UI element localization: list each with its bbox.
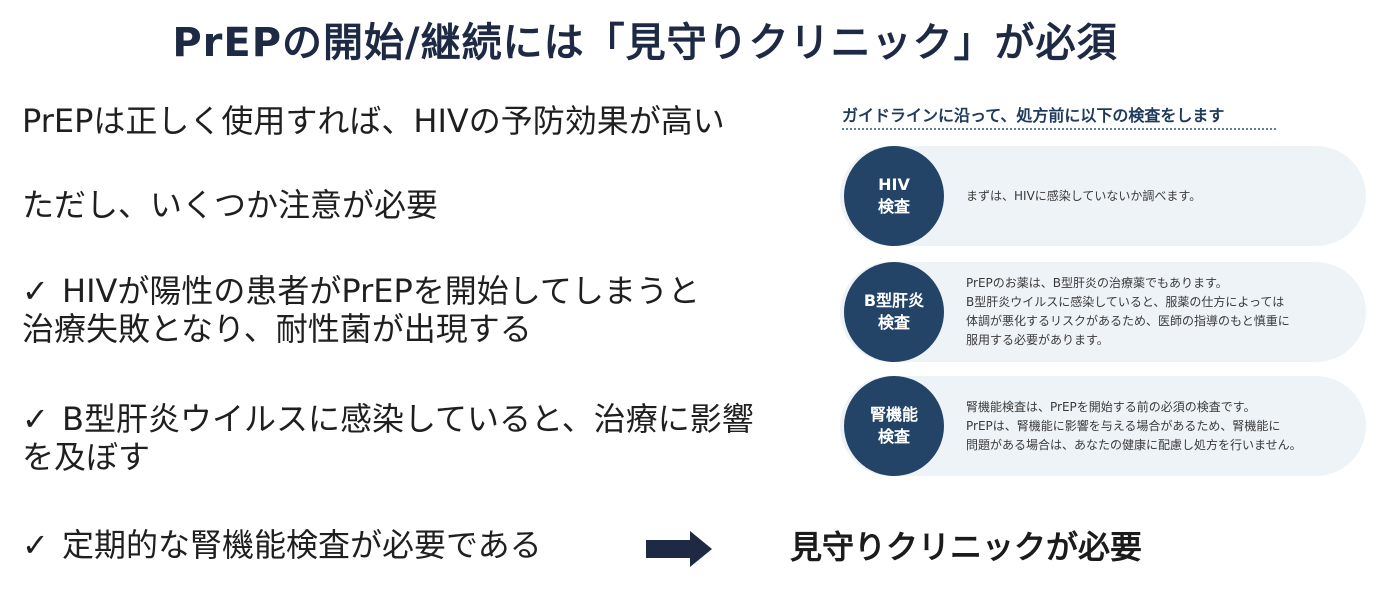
dotted-divider: [842, 128, 1276, 130]
bullet-hiv-positive: ✓ HIVが陽性の患者がPrEPを開始してしまうと 治療失敗となり、耐性菌が出現す…: [22, 272, 700, 348]
bullet-kidney-test: ✓ 定期的な腎機能検査が必要である: [22, 526, 542, 564]
card-text-line: 服用する必要があります。: [966, 333, 1109, 347]
card-description: PrEPのお薬は、B型肝炎の治療薬でもあります。 B型肝炎ウイルスに感染している…: [966, 262, 1358, 362]
bullet-caution: ただし、いくつか注意が必要: [22, 186, 439, 224]
bullet-text: を及ぼす: [22, 438, 151, 476]
badge-label: 検査: [877, 427, 910, 446]
card-text-line: 問題がある場合は、あなたの健康に配慮し処方を行いません。: [966, 437, 1302, 452]
badge-label: B型肝炎: [863, 291, 925, 310]
check-icon: ✓: [22, 272, 49, 310]
badge-label: 検査: [877, 313, 910, 332]
card-text-line: まずは、HIVに感染していないか調べます。: [966, 188, 1202, 203]
kidney-test-badge: 腎機能 検査: [844, 376, 944, 476]
check-icon: ✓: [22, 400, 49, 438]
bullet-text: HIVが陽性の患者がPrEPを開始してしまうと: [62, 272, 700, 310]
card-text-line: PrEPは、腎機能に影響を与える場合があるため、腎機能に: [966, 418, 1281, 433]
right-arrow-icon: [646, 531, 712, 567]
hepatitis-b-test-badge: B型肝炎 検査: [844, 262, 944, 362]
panel-heading: ガイドラインに沿って、処方前に以下の検査をします: [842, 106, 1225, 125]
card-text-line: 体調が悪化するリスクがあるため、医師の指導のもと慎重に: [966, 314, 1290, 328]
bullet-text: 定期的な腎機能検査が必要である: [62, 526, 542, 564]
badge-label: HIV: [878, 175, 910, 194]
bullet-text: 治療失敗となり、耐性菌が出現する: [22, 310, 532, 348]
bullet-hepatitis-b: ✓ B型肝炎ウイルスに感染していると、治療に影響 を及ぼす: [22, 400, 754, 476]
bullet-text: B型肝炎ウイルスに感染していると、治療に影響: [62, 400, 754, 438]
conclusion-text: 見守りクリニックが必要: [790, 528, 1143, 566]
card-text-line: 腎機能検査は、PrEPを開始する前の必須の検査です。: [966, 399, 1256, 414]
badge-label: 検査: [877, 197, 910, 216]
card-description: まずは、HIVに感染していないか調べます。: [966, 146, 1358, 246]
card-text-line: B型肝炎ウイルスに感染していると、服薬の仕方によっては: [966, 295, 1285, 309]
card-hepatitis-b-test: B型肝炎 検査 PrEPのお薬は、B型肝炎の治療薬でもあります。 B型肝炎ウイル…: [840, 262, 1366, 362]
check-icon: ✓: [22, 526, 49, 564]
card-kidney-test: 腎機能 検査 腎機能検査は、PrEPを開始する前の必須の検査です。 PrEPは、…: [840, 376, 1366, 476]
card-hiv-test: HIV 検査 まずは、HIVに感染していないか調べます。: [840, 146, 1366, 246]
badge-label: 腎機能: [869, 405, 918, 424]
slide-title: PrEPの開始/継続には「見守りクリニック」が必須: [172, 20, 1118, 66]
card-description: 腎機能検査は、PrEPを開始する前の必須の検査です。 PrEPは、腎機能に影響を…: [966, 376, 1358, 476]
bullet-prep-effective: PrEPは正しく使用すれば、HIVの予防効果が高い: [22, 102, 725, 140]
hiv-test-badge: HIV 検査: [844, 146, 944, 246]
guideline-panel: ガイドラインに沿って、処方前に以下の検査をします HIV 検査 まずは、HIVに…: [830, 78, 1375, 490]
card-text-line: PrEPのお薬は、B型肝炎の治療薬でもあります。: [966, 276, 1228, 290]
